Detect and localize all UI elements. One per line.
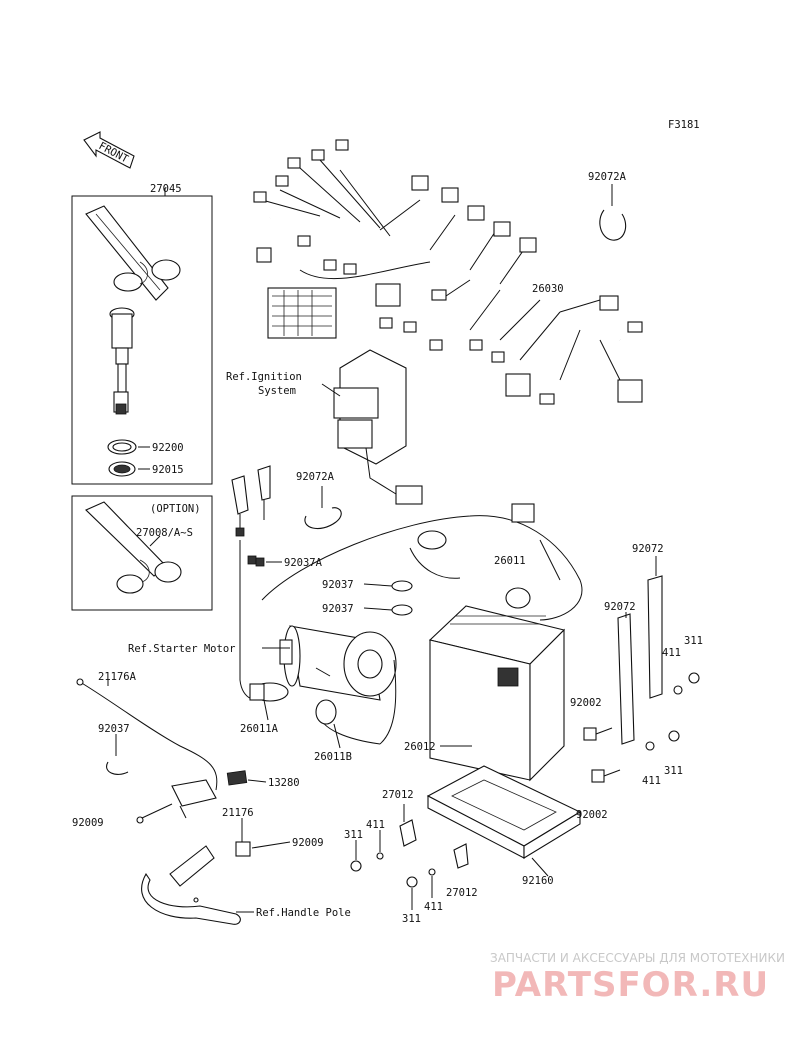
clamps-92037 bbox=[363, 580, 413, 616]
handle-pole-sensor bbox=[141, 818, 291, 925]
relay-assembly bbox=[321, 349, 423, 505]
small-hardware bbox=[350, 804, 469, 910]
label-411-d: 411 bbox=[424, 901, 443, 913]
label-311-d: 311 bbox=[402, 913, 421, 925]
label-92200: 92200 bbox=[152, 442, 184, 454]
battery bbox=[428, 605, 566, 782]
label-21176a: 21176A bbox=[98, 671, 137, 683]
battery-straps bbox=[617, 556, 700, 751]
label-311-a: 311 bbox=[684, 635, 703, 647]
label-13280: 13280 bbox=[268, 777, 300, 789]
watermark-logo: PARTSFOR.RU bbox=[492, 965, 769, 1005]
label-27012-b: 27012 bbox=[446, 887, 478, 899]
wiring-harness bbox=[253, 139, 643, 405]
clip-92037-left bbox=[106, 734, 129, 775]
label-92160: 92160 bbox=[522, 875, 554, 887]
label-92037-b: 92037 bbox=[322, 603, 354, 615]
label-411-b: 411 bbox=[642, 775, 661, 787]
label-27012-a: 27012 bbox=[382, 789, 414, 801]
label-21176: 21176 bbox=[222, 807, 254, 819]
battery-tray bbox=[426, 765, 582, 877]
label-92072-a: 92072 bbox=[632, 543, 664, 555]
label-92002-b: 92002 bbox=[576, 809, 608, 821]
label-92002-a: 92002 bbox=[570, 697, 602, 709]
label-311-c: 311 bbox=[344, 829, 363, 841]
label-92072a-mid: 92072A bbox=[296, 471, 335, 483]
band-92072a-mid bbox=[304, 486, 342, 530]
key-switch-box bbox=[71, 188, 213, 485]
label-92009-b: 92009 bbox=[292, 837, 324, 849]
label-ref-ignition-1: Ref.Ignition bbox=[226, 371, 302, 383]
label-92072-b: 92072 bbox=[604, 601, 636, 613]
label-411-a: 411 bbox=[662, 647, 681, 659]
label-option: (OPTION) bbox=[150, 503, 201, 515]
label-ref-starter: Ref.Starter Motor bbox=[128, 643, 235, 655]
label-26030: 26030 bbox=[532, 283, 564, 295]
label-26011a: 26011A bbox=[240, 723, 279, 735]
front-label: FRONT bbox=[97, 140, 131, 166]
label-92037-a: 92037 bbox=[322, 579, 354, 591]
bolts-92002 bbox=[583, 727, 621, 783]
label-92072a-top: 92072A bbox=[588, 171, 627, 183]
label-411-c: 411 bbox=[366, 819, 385, 831]
label-ref-ignition-2: System bbox=[258, 385, 296, 397]
front-arrow-icon: FRONT bbox=[83, 131, 135, 169]
coupler-large-icon bbox=[267, 287, 337, 339]
label-311-b: 311 bbox=[664, 765, 683, 777]
label-92037a: 92037A bbox=[284, 557, 323, 569]
label-92037-c: 92037 bbox=[98, 723, 130, 735]
label-27045: 27045 bbox=[150, 183, 182, 195]
label-27008: 27008/A~S bbox=[136, 527, 193, 539]
label-26011b: 26011B bbox=[314, 751, 352, 763]
label-92009-a: 92009 bbox=[72, 817, 104, 829]
option-key-box bbox=[71, 495, 213, 611]
starter-motor bbox=[262, 625, 397, 701]
label-92015: 92015 bbox=[152, 464, 184, 476]
label-26012: 26012 bbox=[404, 741, 436, 753]
watermark-caption: ЗАПЧАСТИ И АКСЕССУАРЫ ДЛЯ МОТОТЕХНИКИ bbox=[490, 951, 785, 965]
figure-code: F3181 bbox=[668, 119, 700, 131]
bracket-13280 bbox=[136, 770, 267, 824]
cable-21176a bbox=[76, 678, 218, 791]
label-26011: 26011 bbox=[494, 555, 526, 567]
terminal-caps bbox=[231, 465, 282, 567]
label-ref-handle: Ref.Handle Pole bbox=[256, 907, 351, 919]
band-92072a-top bbox=[599, 184, 627, 241]
plug-cables bbox=[239, 540, 397, 749]
cable-26011 bbox=[261, 503, 583, 621]
